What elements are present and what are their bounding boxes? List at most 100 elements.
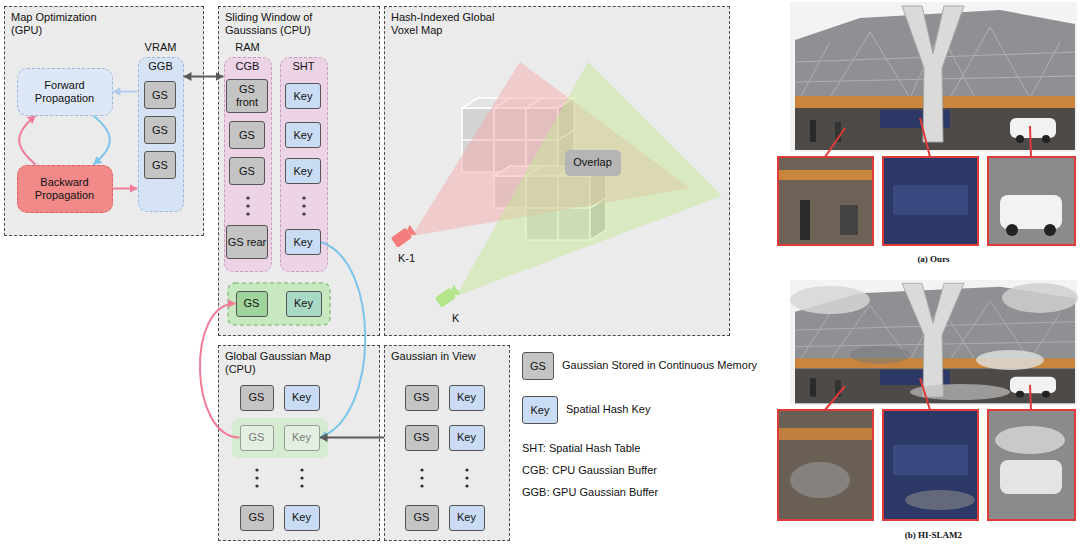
crop-photos xyxy=(825,378,1031,410)
buffer-group: RAMCGBGS frontGSGSGS rear xyxy=(224,57,272,272)
crop-photos xyxy=(778,157,873,245)
crop-photos xyxy=(778,410,873,520)
legend-sample-text: GS xyxy=(530,360,546,373)
box-label: Key xyxy=(294,297,313,310)
ellipsis-dots xyxy=(420,484,423,487)
ellipsis-dots xyxy=(300,468,303,471)
crop-photos xyxy=(988,410,1075,520)
ellipsis-dots xyxy=(255,476,258,479)
panel-heading: Sliding Window of Gaussians (CPU) xyxy=(219,7,369,41)
gaussian-block: GS xyxy=(236,291,268,317)
box-label: GS xyxy=(239,165,255,178)
region-panel: Map Optimization (GPU) Forward Propagatio… xyxy=(4,6,204,236)
voxel-cubes xyxy=(590,166,606,240)
gaussian-block: GS xyxy=(229,157,265,185)
gaussian-block: GS xyxy=(144,81,176,109)
crop-photos xyxy=(995,426,1065,454)
crop-photos xyxy=(988,157,1075,245)
buffer-group: VRAMGGBGSGSGS xyxy=(138,57,184,212)
crop-photos xyxy=(988,157,1075,245)
voxel-cubes xyxy=(590,198,606,208)
legend-swatch: Key xyxy=(522,396,558,424)
legend-sample-text: Key xyxy=(531,404,550,417)
box-label: GS xyxy=(152,89,168,102)
box-label: Key xyxy=(292,511,311,524)
gaussian-block: GS xyxy=(240,385,274,411)
voxel-cubes xyxy=(494,98,542,108)
hash-table-group: SHTKeyKeyKeyKey xyxy=(280,57,328,272)
ellipsis-dots xyxy=(300,476,303,479)
crop-photos xyxy=(883,157,978,245)
camera-icon xyxy=(449,285,460,298)
voxel-cubes xyxy=(494,176,526,208)
ellipsis-dots xyxy=(255,468,258,471)
box-label: GS xyxy=(239,129,255,142)
box-label: GS front xyxy=(227,83,267,109)
faded-band xyxy=(232,418,328,458)
flow-arrow xyxy=(113,188,138,190)
hash-key: Key xyxy=(449,385,485,411)
box-label: GS xyxy=(249,431,265,444)
voxel-cubes xyxy=(526,176,590,240)
legend-text: Spatial Hash Key xyxy=(566,403,650,416)
legend-text: Gaussian Stored in Continuous Memory xyxy=(562,359,757,372)
voxel-cubes xyxy=(462,108,558,172)
panel-heading: Map Optimization (GPU) xyxy=(5,7,115,41)
hash-key: Key xyxy=(285,83,321,109)
flow-arrow xyxy=(200,304,240,438)
crop-photos xyxy=(840,205,858,235)
gaussian-block: GS xyxy=(240,505,274,531)
box-label: Forward Propagation xyxy=(18,79,112,105)
ellipsis-dots xyxy=(420,476,423,479)
crop-photos xyxy=(778,157,873,245)
gaussian-block: GS xyxy=(405,385,439,411)
artifact-blotches xyxy=(790,283,1078,400)
ellipsis-dots xyxy=(246,196,249,199)
ellipsis-dots xyxy=(302,196,305,199)
voxel-cubes xyxy=(462,108,558,172)
hash-key: Key xyxy=(284,385,320,411)
crop-photos xyxy=(893,185,968,215)
camera-frustum xyxy=(456,62,722,296)
gaussian-block: GS xyxy=(144,151,176,179)
crop-photos xyxy=(790,462,850,498)
artifact-blotches xyxy=(1002,283,1078,313)
gaussian-block: GS xyxy=(144,116,176,144)
figure-caption: (a) Ours xyxy=(790,253,1077,266)
crop-photos xyxy=(1000,460,1062,494)
flow-arrow xyxy=(93,116,110,165)
crop-photos xyxy=(905,490,975,510)
crop-photos xyxy=(1000,195,1062,229)
artifact-blotches xyxy=(790,286,870,314)
artifact-blotches xyxy=(976,350,1044,370)
crop-photos xyxy=(778,428,873,440)
box-label: Key xyxy=(457,431,476,444)
hash-key: Key xyxy=(449,505,485,531)
ellipsis-dots xyxy=(246,196,468,487)
box-label: Key xyxy=(294,129,313,142)
camera-icon xyxy=(435,288,457,308)
voxel-cubes xyxy=(494,166,542,176)
gaussian-block: GS front xyxy=(226,79,268,113)
crop-photos xyxy=(988,410,1075,520)
crop-photos xyxy=(778,378,1075,520)
box-label: Key xyxy=(457,391,476,404)
hash-key: Key xyxy=(284,425,320,451)
camera-icon xyxy=(391,228,413,248)
box-label: Key xyxy=(294,165,313,178)
flow-arrow xyxy=(320,242,366,438)
crop-photos xyxy=(883,410,978,520)
box-label: GS xyxy=(244,297,260,310)
group-label: VRAM xyxy=(139,41,183,54)
box-label: GS xyxy=(152,159,168,172)
box-label: GS xyxy=(152,124,168,137)
box-label: Backward Propagation xyxy=(18,176,112,202)
region-panel: Global Gaussian Map (CPU)GSKeyGSKeyGSKey xyxy=(218,345,380,541)
artifact-blotches xyxy=(850,346,910,364)
group-label: SHT xyxy=(281,58,327,73)
group-label: RAM xyxy=(225,41,271,54)
camera-icon xyxy=(405,225,416,238)
voxel-cubes xyxy=(526,176,590,240)
flow-arrow xyxy=(19,116,36,165)
